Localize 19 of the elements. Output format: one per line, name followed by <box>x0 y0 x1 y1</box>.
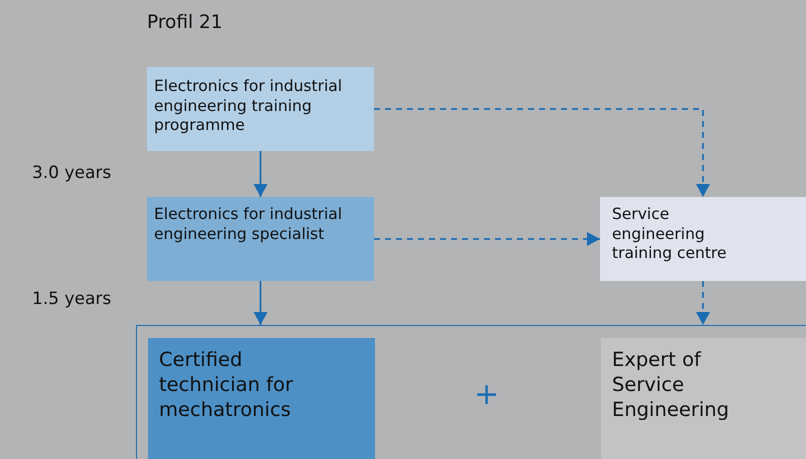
plus-sign: + <box>474 378 500 411</box>
box-text: Electronics for industrial engineering training programme <box>154 77 344 136</box>
arrow <box>696 281 710 325</box>
box-text: Certified technician for mechatronics <box>159 348 294 422</box>
duration-label: 1.5 years <box>32 290 112 309</box>
text-box <box>148 338 375 459</box>
duration-label: 3.0 years <box>32 164 112 183</box>
arrow <box>374 108 710 197</box>
box-text: Service engineering training centre <box>612 205 728 264</box>
arrow <box>254 151 268 197</box>
text-box <box>147 197 374 281</box>
outline-frame <box>136 325 806 459</box>
arrow <box>374 232 600 246</box>
arrow <box>254 281 268 325</box>
box-text: Expert of Service Engineering <box>612 348 730 422</box>
title: Profil 21 <box>147 12 223 33</box>
text-box <box>600 197 806 281</box>
box-text: Electronics for industrial engineering specialist <box>154 205 344 244</box>
text-box <box>147 67 374 151</box>
